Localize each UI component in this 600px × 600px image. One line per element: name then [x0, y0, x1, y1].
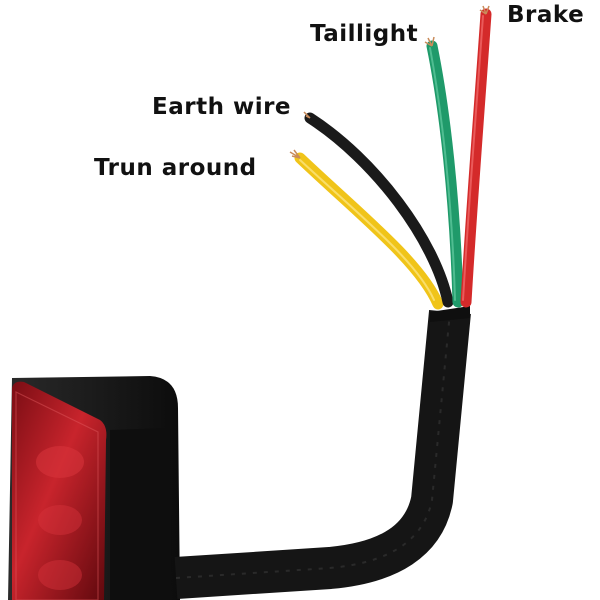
taillight-wire: [426, 40, 464, 308]
taillight-wire-highlight: [429, 47, 456, 301]
copper-tip-brake: [479, 5, 490, 15]
earth-wire: [304, 112, 454, 308]
earth-wire-label: Earth wire: [152, 94, 292, 120]
red-lens: [12, 381, 107, 600]
turn-wire-label: Trun around: [94, 155, 257, 181]
cable-sheath: [174, 306, 471, 599]
copper-tip-turn: [289, 149, 301, 159]
copper-tip-taillight: [424, 36, 435, 47]
copper-tip-earth: [303, 111, 311, 119]
brake-wire: [460, 8, 492, 308]
turn-wire-highlight: [299, 159, 435, 301]
brake-label: Brake: [507, 2, 585, 28]
brake-wire-highlight: [462, 15, 484, 301]
taillight-label: Taillight: [310, 21, 419, 47]
